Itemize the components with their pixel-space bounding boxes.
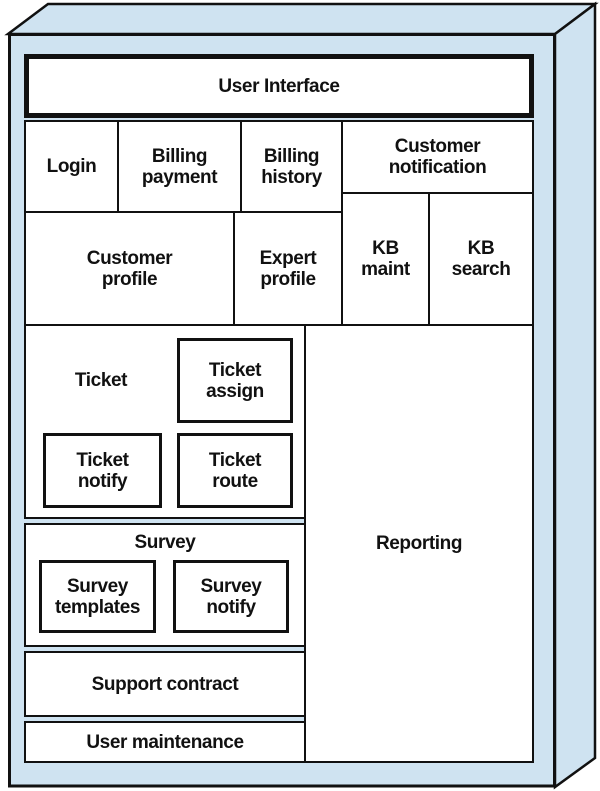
module-survey-templates-label: Survey templates [54,575,141,618]
module-support-contract-label: Support contract [91,673,239,695]
module-reporting: Reporting [304,324,534,763]
module-ticket-route: Ticket route [177,433,293,508]
module-billing-history-label: Billing history [261,145,322,188]
module-ticket-assign-label: Ticket assign [206,359,264,402]
module-user-interface: User Interface [24,54,534,118]
module-customer-notification: Customer notification [341,120,534,194]
module-user-maintenance-label: User maintenance [86,731,244,753]
module-ticket-label: Ticket [74,370,128,391]
module-survey-templates: Survey templates [39,560,156,633]
module-ticket-route-label: Ticket route [208,449,262,492]
module-survey-notify-label: Survey notify [200,575,262,618]
module-user-maintenance: User maintenance [24,721,306,763]
module-survey-label: Survey [134,531,196,553]
module-customer-profile-label: Customer profile [86,247,173,290]
module-ticket-notify: Ticket notify [43,433,162,508]
module-user-interface-label: User Interface [218,75,340,97]
module-billing-history: Billing history [240,120,343,213]
module-login: Login [24,120,119,213]
module-billing-payment-label: Billing payment [141,145,218,188]
module-billing-payment: Billing payment [117,120,242,213]
module-expert-profile: Expert profile [233,211,343,326]
module-login-label: Login [46,156,97,177]
module-kb-search-label: KB search [451,238,511,280]
module-survey: Survey [24,526,306,558]
module-expert-profile-label: Expert profile [259,247,317,290]
module-reporting-label: Reporting [375,533,463,554]
module-survey-notify: Survey notify [173,560,289,633]
module-kb-maint: KB maint [341,192,430,326]
module-kb-maint-label: KB maint [361,238,410,280]
box-top-face [4,2,599,36]
module-ticket-notify-label: Ticket notify [76,449,129,492]
module-kb-search: KB search [428,192,534,326]
module-support-contract: Support contract [24,651,306,717]
module-customer-profile: Customer profile [24,211,235,326]
module-ticket: Ticket [26,338,176,423]
box-right-face [553,1,597,790]
module-ticket-assign: Ticket assign [177,338,293,423]
module-customer-notification-label: Customer notification [388,136,487,178]
